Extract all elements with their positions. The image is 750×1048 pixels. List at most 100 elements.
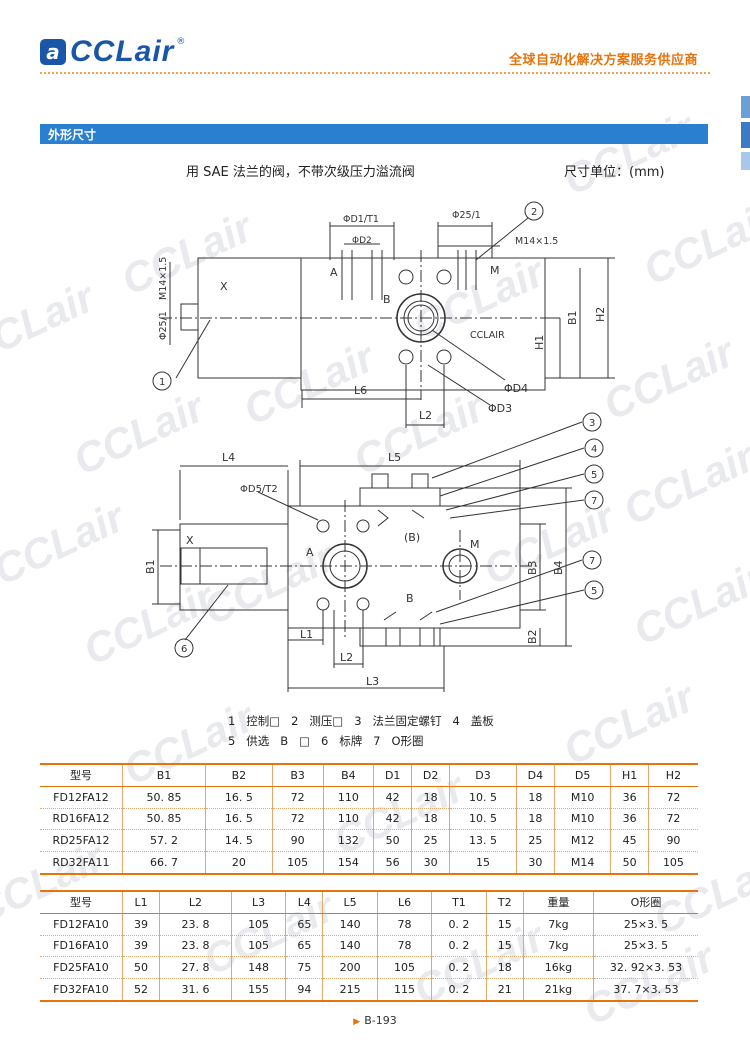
d4-label: ΦD4 [504, 382, 528, 395]
cover-block [300, 257, 546, 391]
value-cell: 65 [285, 913, 324, 936]
registered-mark: ® [176, 37, 186, 47]
port-m [442, 548, 478, 584]
value-cell: 66. 7 [122, 851, 206, 875]
callout-2-num: 2 [531, 207, 537, 218]
value-cell: 72 [648, 786, 698, 809]
table-header: 重量 [523, 889, 595, 914]
value-cell: M14 [554, 851, 612, 875]
value-cell: 31. 6 [159, 978, 232, 1002]
bolt-hole [398, 269, 414, 285]
l5-label: L5 [388, 451, 401, 464]
main-port [396, 293, 446, 343]
value-cell: 20 [205, 851, 273, 875]
value-cell: 23. 8 [159, 935, 232, 958]
bolt-hole [356, 519, 370, 533]
value-cell: 25 [411, 829, 451, 853]
dimension-drawing: M14×1.5 Φ25/1 B1 H2 H1 ΦD1/T1 ΦD2 Φ25/1 … [144, 201, 615, 692]
value-cell: M12 [554, 829, 612, 853]
value-cell: 15 [486, 913, 524, 936]
logo: a CCLair ® [40, 34, 185, 70]
value-cell: 72 [648, 808, 698, 831]
value-cell: 25 [516, 829, 555, 853]
value-cell: 200 [322, 956, 378, 980]
callout-6 [174, 638, 194, 658]
value-cell: 132 [323, 829, 375, 853]
dimension-table-1: 型号 B1 B2 B3 B4 D1 D2 D3 D4 D5 H1 H2 FD12… [40, 762, 698, 875]
callout-5b [584, 580, 604, 600]
value-cell: 52 [122, 978, 161, 1002]
legend-line-1: 1 控制□ 2 测压□ 3 法兰固定螺钉 4 盖板 [228, 714, 494, 728]
value-cell: 78 [377, 913, 433, 936]
edge-rail [741, 122, 750, 148]
p25-top-label: Φ25/1 [452, 210, 481, 221]
a-side-label: A [306, 546, 314, 559]
port-m-label: M [490, 264, 500, 277]
callout-6-num: 6 [181, 644, 187, 655]
table-header: 型号 [40, 889, 123, 914]
value-cell: 78 [377, 935, 433, 958]
value-cell: 155 [231, 978, 287, 1002]
table-header: D5 [554, 762, 612, 787]
m14-left-label: M14×1.5 [158, 257, 169, 300]
model-cell: RD32FA11 [40, 851, 123, 875]
value-cell: 75 [285, 956, 324, 980]
value-cell: 215 [322, 978, 378, 1002]
value-cell: 57. 2 [122, 829, 206, 853]
value-cell: 105 [272, 851, 324, 875]
callout-3 [582, 412, 602, 432]
b2-label: B2 [526, 629, 539, 644]
value-cell: 72 [272, 786, 324, 809]
table-header: D1 [373, 762, 413, 787]
control-port [180, 303, 199, 331]
callout-7a-num: 7 [591, 496, 597, 507]
d2-label: ΦD2 [352, 236, 372, 246]
value-cell: M10 [554, 808, 612, 831]
value-cell: 90 [272, 829, 324, 853]
table-header: B3 [272, 762, 324, 787]
h2-label: H2 [594, 307, 607, 322]
value-cell: 16. 5 [205, 786, 273, 809]
dimension-table-2: 型号 L1 L2 L3 L4 L5 L6 T1 T2 重量 O形圈 FD12FA… [40, 889, 698, 1002]
table-header: O形圈 [593, 889, 698, 914]
value-cell: 18 [516, 786, 555, 809]
value-cell: 0. 2 [431, 956, 487, 980]
callout-7b-num: 7 [589, 556, 595, 567]
value-cell: 65 [285, 935, 324, 958]
table-header: L2 [159, 889, 232, 914]
logo-mark-icon: a [40, 39, 66, 65]
value-cell: 16kg [523, 956, 595, 980]
side-view: L4 L5 ΦD5/T2 X B1 A (B) M B B3 B4 B2 L1 … [144, 412, 604, 692]
value-cell: 30 [516, 851, 555, 875]
table-header: T2 [486, 889, 524, 914]
callout-5a-num: 5 [591, 470, 597, 481]
bp-side-label: (B) [404, 531, 420, 544]
model-cell: RD25FA12 [40, 829, 123, 853]
valve-body [179, 523, 289, 611]
model-cell: RD16FA12 [40, 808, 123, 831]
value-cell: 94 [285, 978, 324, 1002]
port-x-label: X [220, 280, 228, 293]
value-cell: 50. 85 [122, 786, 206, 809]
value-cell: 37. 7×3. 53 [593, 978, 698, 1002]
value-cell: 45 [610, 829, 649, 853]
table-header: L3 [231, 889, 287, 914]
page-number: B-193 [364, 1014, 397, 1027]
value-cell: 18 [411, 808, 451, 831]
value-cell: 36 [610, 786, 649, 809]
value-cell: 0. 2 [431, 913, 487, 936]
logo-text: CCLair [70, 35, 175, 68]
table-header-row: 型号 L1 L2 L3 L4 L5 L6 T1 T2 重量 O形圈 [40, 889, 698, 914]
slogan: 全球自动化解决方案服务供应商 [508, 53, 698, 68]
table-header: T1 [431, 889, 487, 914]
l2-top-label: L2 [419, 409, 432, 422]
value-cell: 30 [411, 851, 451, 875]
value-cell: 23. 8 [159, 913, 232, 936]
value-cell: 154 [323, 851, 375, 875]
value-cell: 110 [323, 808, 375, 831]
